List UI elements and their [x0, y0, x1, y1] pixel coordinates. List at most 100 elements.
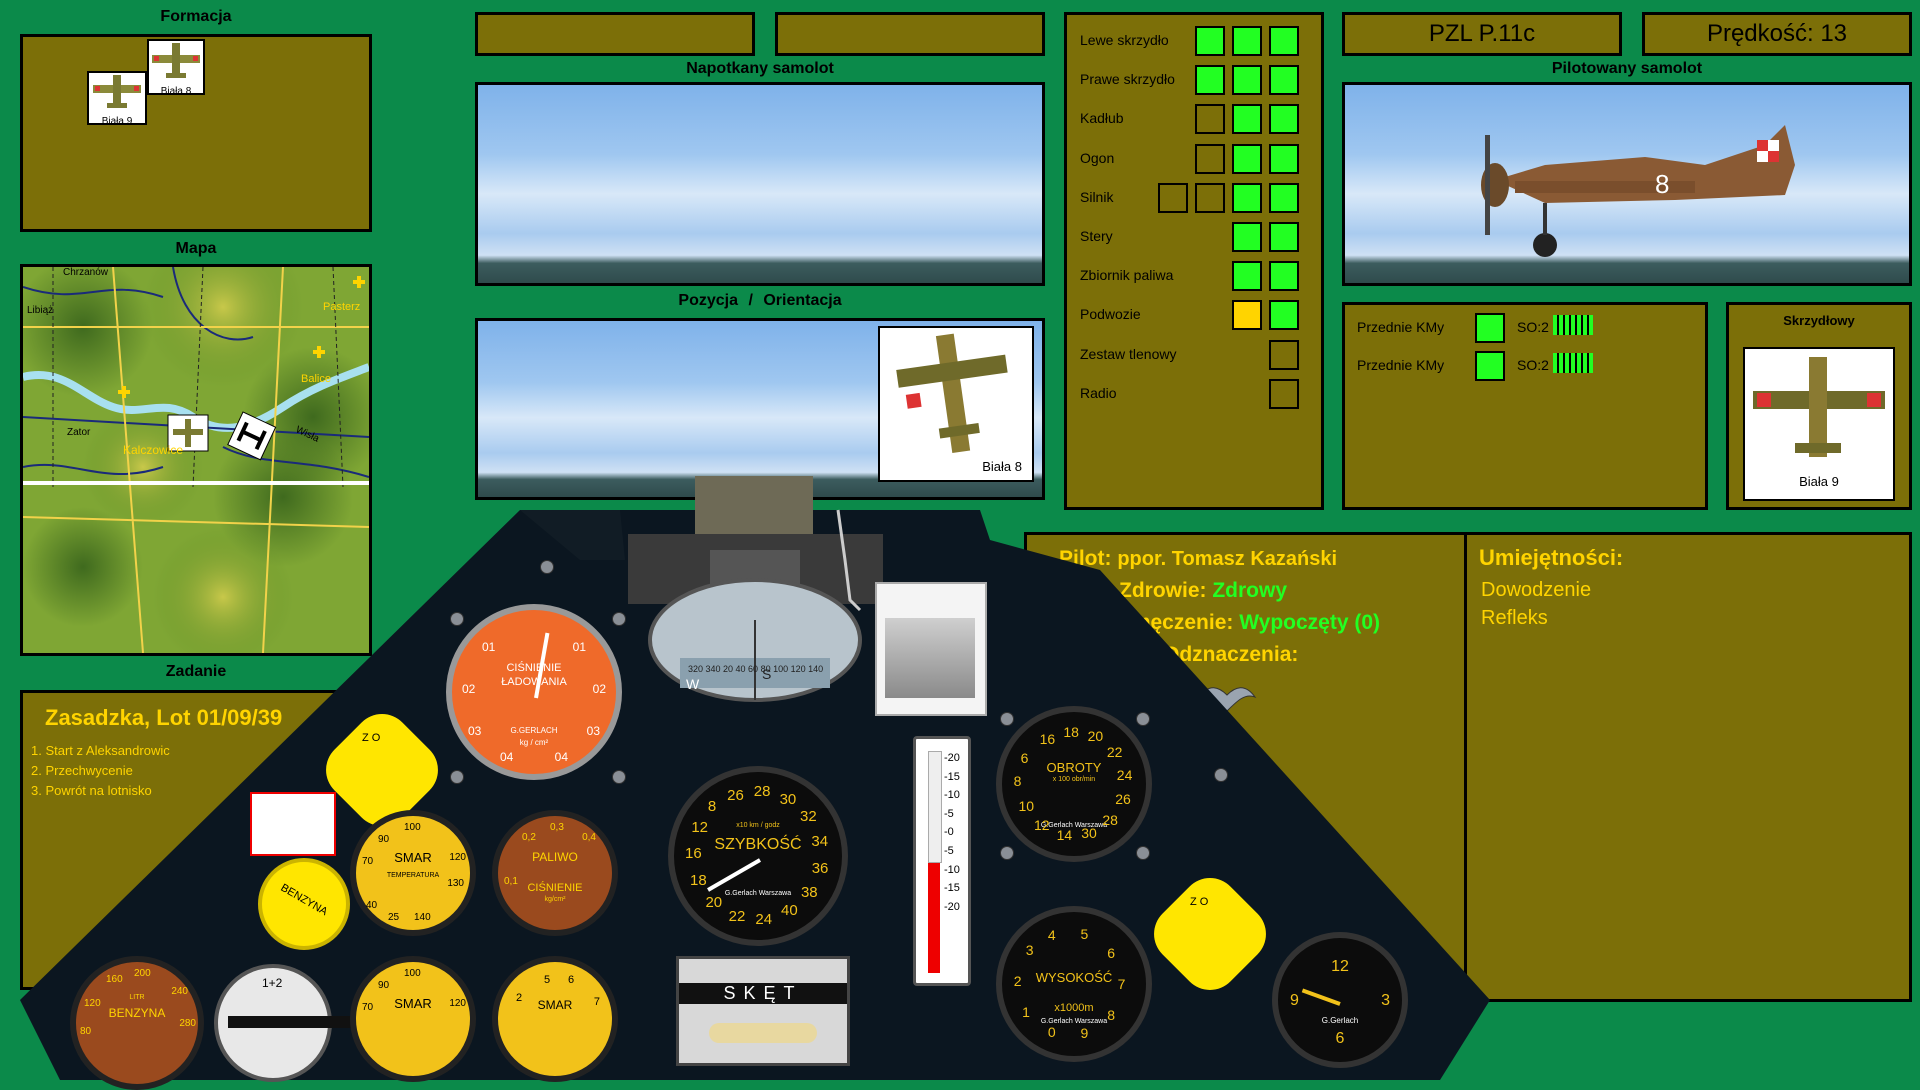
fuel-cap[interactable]: BENZYNA: [258, 858, 350, 950]
formation-plane-card[interactable]: Biała 8: [147, 39, 205, 97]
gauge-needle: [707, 858, 761, 892]
oil-temp-gauge-2: SMAR 100 120 70 90: [350, 956, 476, 1082]
gauge-num: 120: [449, 998, 466, 1009]
wingman-card-label: Biała 9: [1799, 474, 1839, 489]
gauge-num: 01: [482, 640, 496, 654]
health-value: Zdrowy: [1212, 579, 1288, 602]
gauge-num: 130: [447, 878, 464, 889]
gauge-num: 36: [811, 859, 829, 877]
panel-bolt: [1000, 846, 1014, 860]
damage-cell: [1158, 182, 1188, 213]
plane-top-icon: [1753, 357, 1885, 457]
gauge-num: 16: [1039, 730, 1056, 747]
gauge-label: WYSOKOŚĆ: [1035, 970, 1113, 985]
clock-hand: [1301, 988, 1341, 1006]
oil-temp-gauge: SMAR TEMPERATURA 100 120 130 140 70 40 2…: [350, 810, 476, 936]
orientation-label: Orientacja: [763, 292, 842, 309]
damage-label: Radio: [1080, 384, 1117, 401]
gauge-num: 0,3: [550, 822, 564, 833]
bank-indicator: SKĘT: [676, 956, 850, 1066]
formation-plane-card[interactable]: Biała 9: [87, 71, 147, 127]
fatigue-value: Wypoczęty (0): [1239, 611, 1381, 634]
gauge-label: PALIWO: [532, 850, 578, 864]
gauge-label: SZYBKOŚĆ: [714, 836, 802, 853]
panel-bolt: [1214, 768, 1228, 782]
damage-cell: [1269, 143, 1299, 174]
landing-pressure-gauge: CIŚNIENIE ŁADOWANIA 01 01 02 02 03 03 04…: [446, 604, 622, 780]
photo-clip: [875, 582, 987, 716]
map-place: Pasterz: [323, 301, 361, 313]
gauge-text: CIŚNIENIE: [506, 662, 562, 674]
wingman-card[interactable]: Biała 9: [1743, 347, 1895, 501]
gauge-num: 04: [500, 750, 514, 764]
skill-item: Refleks: [1481, 607, 1548, 629]
position-label: Pozycja: [678, 292, 738, 309]
task-title: Zadanie: [165, 663, 227, 680]
gauge-num: 120: [84, 998, 101, 1009]
photo-image: [885, 618, 975, 698]
damage-label: Podwozie: [1080, 306, 1141, 323]
gauge-num: 4: [1047, 926, 1056, 943]
panel-bolt: [1136, 846, 1150, 860]
gun-status: [1475, 351, 1505, 381]
orientation-card[interactable]: Biała 8: [878, 326, 1034, 482]
damage-label: Kadłub: [1080, 110, 1124, 127]
position-title: Pozycja / Orientacja: [475, 292, 1045, 310]
gauge-unit: x10 km / godz: [736, 822, 780, 829]
gauge-label: SMAR: [394, 850, 432, 865]
panel-bolt: [612, 770, 626, 784]
health-row: Zdrowie: Zdrowy: [1119, 579, 1287, 603]
position-separator: /: [748, 292, 753, 309]
gauge-num: 6: [568, 974, 575, 986]
mission-name: Zasadzka, Lot 01/09/39: [45, 705, 283, 730]
gun-status: [1475, 313, 1505, 343]
piloted-plane-number: 8: [1655, 169, 1669, 199]
skills-panel: Umiejętności: Dowodzenie Refleks: [1464, 532, 1912, 1002]
mission-step: 3. Powrót na lotnisko: [31, 783, 152, 798]
gauge-num: 280: [179, 1018, 196, 1029]
fuel-quantity-gauge: BENZYNA LITR 160 200 240 280 120 80: [70, 956, 204, 1090]
gauge-num: 12: [1033, 816, 1050, 833]
gauge-num: 02: [462, 682, 476, 696]
gauge-label: SMAR: [537, 998, 573, 1012]
panel-bolt: [450, 770, 464, 784]
skills-title: Umiejętności:: [1479, 545, 1624, 570]
gauge-num: 03: [468, 724, 482, 738]
damage-label: Prawe skrzydło: [1080, 71, 1175, 88]
damage-label: Zbiornik paliwa: [1080, 267, 1174, 284]
gauge-num: 2: [1013, 972, 1022, 989]
plane-name: PZL P.11c: [1428, 20, 1536, 47]
gauge-num: 0: [1047, 1024, 1056, 1041]
gauge-num: 03: [586, 724, 600, 738]
damage-label: Ogon: [1080, 149, 1115, 166]
pilot-label: Pilot:: [1059, 547, 1112, 570]
piloted-plane-image: 8: [1481, 125, 1795, 257]
damage-cell: [1195, 26, 1225, 56]
gauge-num: 25: [388, 912, 400, 923]
gauge-num: 0,4: [582, 832, 596, 843]
formation-title: Formacja: [160, 8, 232, 25]
gauge-num: 90: [378, 834, 390, 845]
pilot-row: Pilot: ppor. Tomasz Kazański: [1059, 547, 1337, 571]
fuel-pressure-gauge: PALIWO CIŚNIENIE kg/cm² 0,2 0,3 0,4 0,1: [492, 810, 618, 936]
damage-cell: [1269, 378, 1299, 409]
ammo-grid-icon: [1553, 315, 1593, 335]
gauge-num: 12: [1331, 958, 1349, 975]
panel-bolt: [612, 612, 626, 626]
gauge-num: 18: [1063, 723, 1079, 740]
damage-cell: [1232, 222, 1262, 252]
damage-cell: [1269, 222, 1299, 252]
gauge-num: 8: [707, 797, 717, 815]
gauge-num: 7: [593, 996, 600, 1008]
bank-ball: [709, 1023, 817, 1043]
gauge-num: 12: [691, 819, 709, 837]
plane-top-icon: [93, 75, 141, 108]
gauge-num: 200: [134, 968, 151, 979]
map-panel[interactable]: Chrzanów Libiąż Pasterz Balice Zator Kal…: [20, 264, 372, 656]
gauge-num: 80: [80, 1026, 92, 1037]
fuel-selector[interactable]: 1+2: [214, 964, 368, 1082]
map-place: Chrzanów: [63, 267, 109, 278]
therm-tick: -5: [944, 844, 954, 857]
damage-cell: [1269, 300, 1299, 331]
